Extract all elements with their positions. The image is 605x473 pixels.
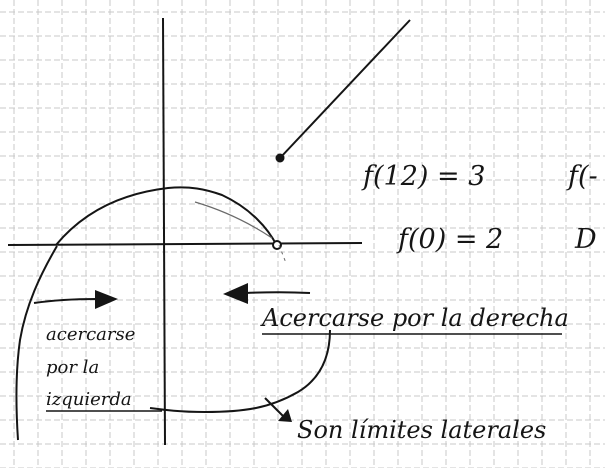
faint-guide-line bbox=[194, 201, 273, 239]
dashed-tick bbox=[278, 244, 287, 264]
annotation-f12: f(12) = 3 bbox=[361, 161, 485, 192]
filled-point bbox=[275, 153, 285, 163]
arrow-left-icon bbox=[223, 283, 248, 304]
line-segment-upper bbox=[279, 19, 411, 159]
label-left-approach-1: acercarse bbox=[46, 324, 135, 345]
label-right-approach: Acercarse por la derecha bbox=[260, 304, 569, 332]
arrow-down-right-icon bbox=[278, 409, 292, 422]
open-point bbox=[272, 240, 282, 250]
annotation-cut-f: f(- bbox=[566, 161, 598, 192]
label-lateral-limits: Son límites laterales bbox=[297, 416, 546, 444]
left-lateral-curve bbox=[15, 245, 58, 441]
arrow-right-icon bbox=[95, 290, 118, 309]
left-arrow-shaft bbox=[33, 298, 97, 304]
annotation-cut-d: D bbox=[574, 224, 597, 255]
right-arrow-shaft bbox=[245, 291, 311, 294]
y-axis bbox=[162, 17, 166, 446]
label-left-approach-2: por la bbox=[46, 357, 99, 378]
lower-arrow-shaft bbox=[264, 397, 286, 419]
x-axis bbox=[7, 242, 363, 246]
annotation-f0: f(0) = 2 bbox=[396, 224, 503, 255]
label-left-approach-3: izquierda bbox=[46, 389, 132, 410]
curve-upper-arc bbox=[55, 186, 278, 247]
bottom-lateral-curve bbox=[149, 329, 331, 414]
